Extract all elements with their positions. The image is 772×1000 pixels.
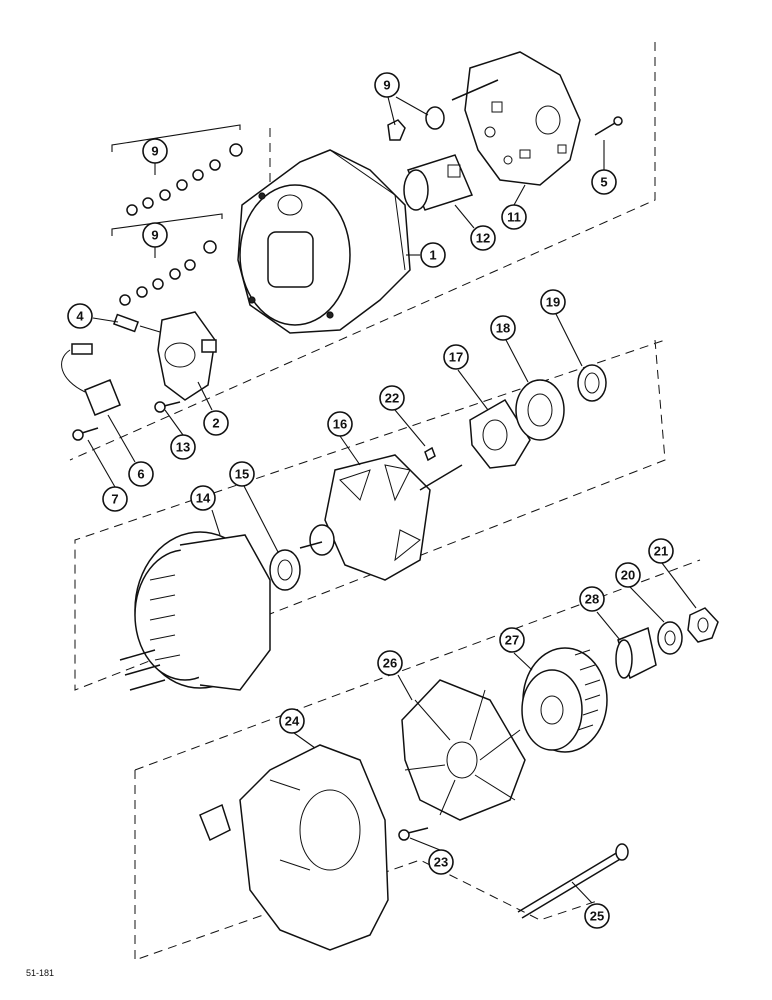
callout-19: 19 <box>540 289 566 315</box>
svg-text:4: 4 <box>76 309 84 324</box>
part-drive-end-housing <box>199 744 389 951</box>
callout-26: 26 <box>377 650 403 676</box>
leader-lines <box>87 96 697 904</box>
callout-6: 6 <box>128 461 154 487</box>
callout-18: 18 <box>490 315 516 341</box>
callout-4: 4 <box>67 303 93 329</box>
part-washer-set-a <box>126 143 243 216</box>
callout-24: 24 <box>279 708 305 734</box>
part-bearing-sleeve <box>403 154 474 211</box>
svg-text:21: 21 <box>654 544 668 559</box>
svg-text:26: 26 <box>383 656 397 671</box>
svg-text:16: 16 <box>333 417 347 432</box>
part-rotor <box>299 454 463 581</box>
svg-text:14: 14 <box>196 491 211 506</box>
part-washer-set-b <box>119 240 217 306</box>
part-through-bolt <box>517 843 629 919</box>
part-bearing-small <box>269 549 301 591</box>
svg-text:9: 9 <box>151 144 158 159</box>
part-small-screws <box>72 401 181 441</box>
svg-text:2: 2 <box>212 416 219 431</box>
svg-text:5: 5 <box>600 175 607 190</box>
callout-9-top: 9 <box>374 72 400 98</box>
callout-12: 12 <box>470 225 496 251</box>
part-screw <box>594 116 623 136</box>
svg-text:9: 9 <box>383 78 390 93</box>
svg-text:23: 23 <box>434 855 448 870</box>
svg-text:9: 9 <box>151 228 158 243</box>
svg-text:27: 27 <box>505 633 519 648</box>
callout-23: 23 <box>428 849 454 875</box>
svg-text:1: 1 <box>429 248 436 263</box>
callout-16: 16 <box>327 411 353 437</box>
callout-15: 15 <box>229 461 255 487</box>
svg-text:7: 7 <box>111 492 118 507</box>
part-rectifier-plate <box>451 51 581 186</box>
callout-2: 2 <box>203 410 229 436</box>
part-nut <box>687 607 719 643</box>
part-bearing-large <box>515 379 565 441</box>
part-fan <box>401 679 526 821</box>
part-spacer <box>577 364 607 402</box>
part-slip-ring-end-housing <box>237 149 411 334</box>
part-capacitor <box>61 343 121 416</box>
figure-reference-number: 51-181 <box>26 968 55 978</box>
svg-text:13: 13 <box>176 440 190 455</box>
callout-14: 14 <box>190 485 216 511</box>
svg-text:19: 19 <box>546 295 560 310</box>
callout-7: 7 <box>102 486 128 512</box>
callouts: 1 2 4 5 6 7 9 9 9 11 12 13 14 15 16 17 1… <box>67 72 674 929</box>
part-retainer-plate <box>469 398 531 469</box>
svg-text:25: 25 <box>590 909 604 924</box>
svg-text:15: 15 <box>235 467 249 482</box>
callout-13: 13 <box>170 434 196 460</box>
callout-28: 28 <box>579 586 605 612</box>
callout-9-washers-a: 9 <box>142 138 168 164</box>
svg-text:17: 17 <box>449 350 463 365</box>
callout-17: 17 <box>443 344 469 370</box>
callout-1: 1 <box>420 242 446 268</box>
callout-27: 27 <box>499 627 525 653</box>
callout-5: 5 <box>591 169 617 195</box>
svg-text:11: 11 <box>507 210 521 225</box>
svg-text:6: 6 <box>137 467 144 482</box>
part-stator <box>119 531 271 691</box>
part-washer <box>657 621 683 655</box>
svg-text:12: 12 <box>476 231 490 246</box>
svg-text:22: 22 <box>385 391 399 406</box>
callout-20: 20 <box>615 562 641 588</box>
svg-text:24: 24 <box>285 714 300 729</box>
part-nuts-upper <box>387 106 445 141</box>
svg-text:20: 20 <box>621 568 635 583</box>
callout-11: 11 <box>501 204 527 230</box>
part-fan-screw <box>398 827 429 841</box>
callout-25: 25 <box>584 903 610 929</box>
part-spacer-sleeve <box>615 626 657 680</box>
part-pulley <box>521 647 608 753</box>
svg-text:18: 18 <box>496 321 510 336</box>
part-brush <box>112 313 161 333</box>
callout-21: 21 <box>648 538 674 564</box>
callout-22: 22 <box>379 385 405 411</box>
svg-text:28: 28 <box>585 592 599 607</box>
part-key <box>424 446 436 462</box>
part-regulator <box>157 311 217 401</box>
callout-9-washers-b: 9 <box>142 222 168 248</box>
